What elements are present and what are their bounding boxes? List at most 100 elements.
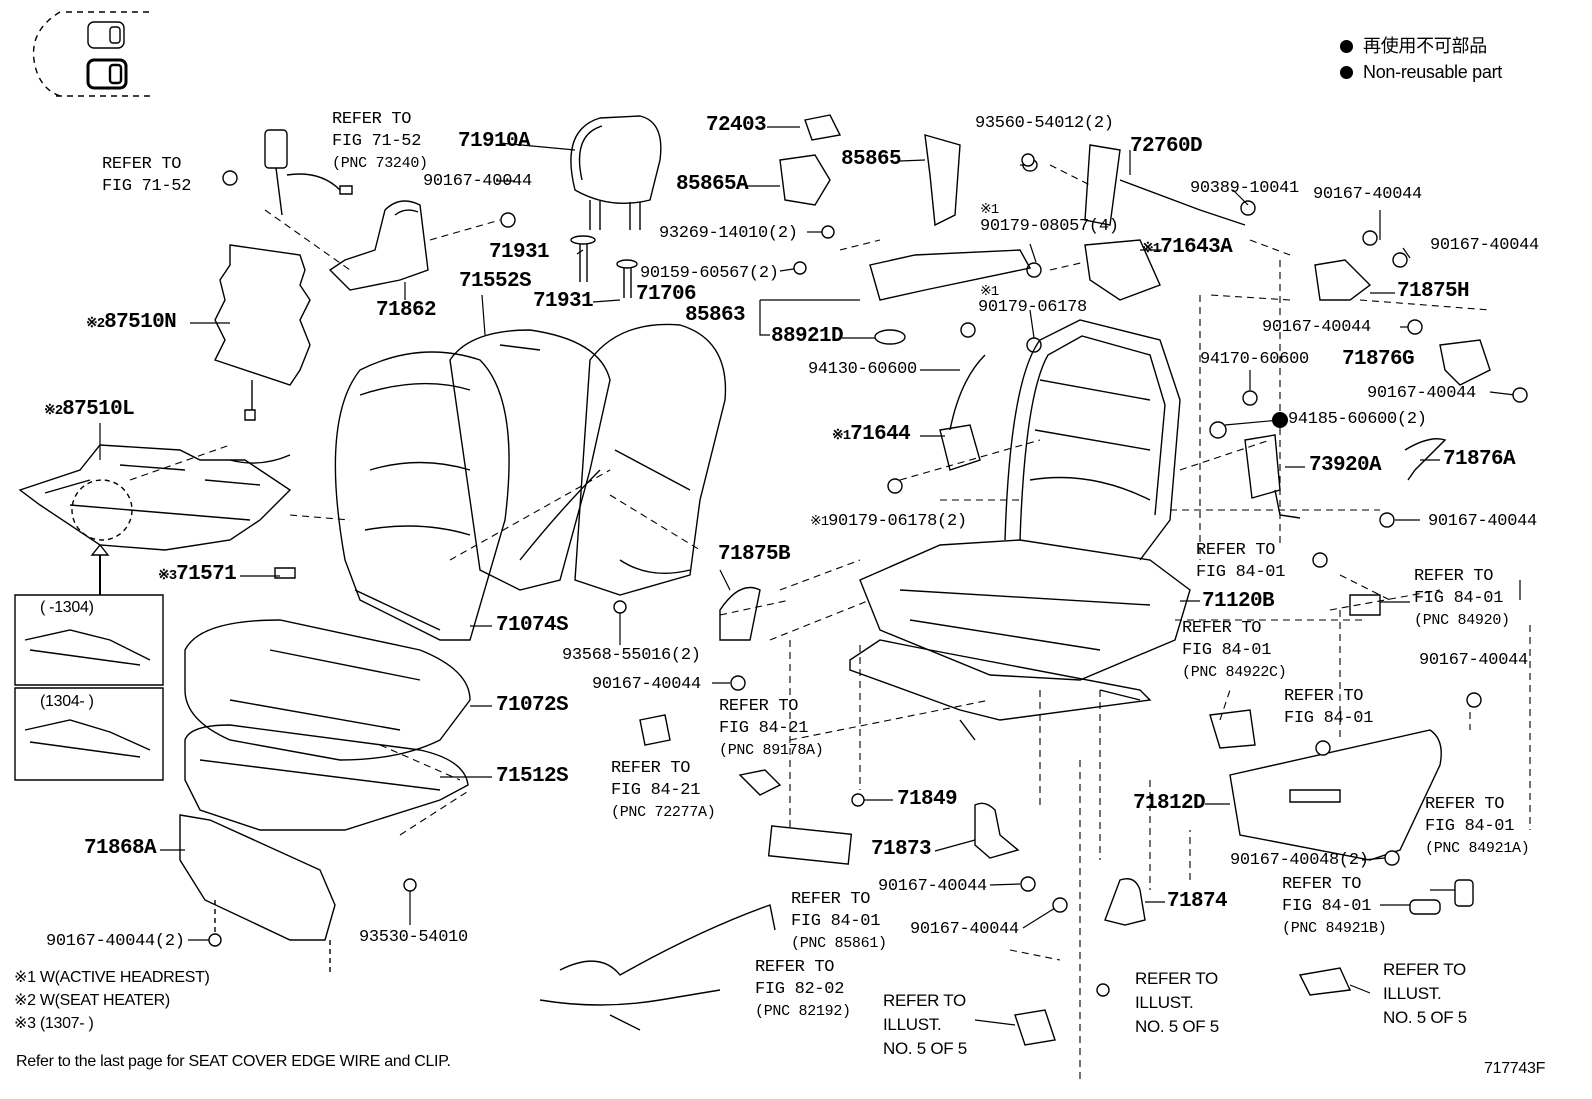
- part-label: 71868A: [84, 837, 157, 860]
- note-mark: ※1: [980, 202, 999, 218]
- part-label: 72403: [706, 114, 767, 137]
- figure-id: 717743F: [1484, 1060, 1546, 1077]
- refer-line: FIG 82-02: [755, 980, 845, 999]
- back-pad-drawing: [450, 330, 610, 590]
- part-label: 71931: [533, 290, 594, 313]
- part-label: 71120B: [1202, 590, 1275, 613]
- refer-illust-1: REFER TO ILLUST. NO. 5 OF 5: [883, 989, 967, 1061]
- part-label: 71875H: [1397, 280, 1470, 303]
- headrest-drawing: [571, 116, 661, 230]
- refer-fig-84-21-b: REFER TO FIG 84-21 (PNC 72277A): [611, 758, 716, 824]
- part-label: 90179-06178: [978, 298, 1087, 317]
- refer-line: REFER TO: [611, 759, 691, 778]
- part-label-71643A: ※171643A: [1142, 237, 1233, 259]
- illust-line: ILLUST.: [883, 1015, 942, 1034]
- refer-illust-3: REFER TO ILLUST. NO. 5 OF 5: [1383, 958, 1467, 1030]
- refer-line: FIG 84-21: [611, 781, 701, 800]
- refer-line: REFER TO: [1282, 875, 1362, 894]
- part-label: 71873: [871, 838, 932, 861]
- cushion-cover-drawing: [185, 620, 470, 760]
- refer-fig-84-01-g: REFER TO FIG 84-01 (PNC 84921B): [1282, 874, 1387, 940]
- part-label: 90167-40044: [1367, 384, 1476, 403]
- refer-line: FIG 84-01: [1414, 589, 1504, 608]
- refer-fig-84-01-a: REFER TO FIG 84-01: [1196, 540, 1285, 584]
- part-label: 71072S: [496, 694, 569, 717]
- refer-line: REFER TO: [102, 155, 182, 174]
- legend-non-reusable-jp: 再使用不可部品: [1340, 36, 1487, 56]
- refer-line: FIG 71-52: [332, 132, 422, 151]
- part-label: 71876A: [1443, 448, 1516, 471]
- refer-pnc: (PNC 72277A): [611, 804, 716, 821]
- part-label: 72760D: [1130, 135, 1203, 158]
- refer-pnc: (PNC 84922C): [1182, 664, 1287, 681]
- part-number: 90179-06178(2): [828, 512, 967, 531]
- refer-pnc: (PNC 84921A): [1425, 840, 1530, 857]
- part-label-90179-06178-2: ※190179-06178(2): [810, 512, 967, 532]
- part-label: 90167-40044: [1419, 651, 1528, 670]
- inset-caption-top: ( -1304): [40, 599, 94, 616]
- refer-pnc: (PNC 85861): [791, 935, 887, 952]
- part-label: 88921D: [771, 325, 844, 348]
- fasteners: [209, 154, 1527, 996]
- refer-line: FIG 71-52: [102, 177, 192, 196]
- refer-line: REFER TO: [1284, 687, 1364, 706]
- refer-illust-2: REFER TO ILLUST. NO. 5 OF 5: [1135, 967, 1219, 1039]
- part-label: 71074S: [496, 614, 569, 637]
- illust-line: ILLUST.: [1383, 984, 1442, 1003]
- illust-line: NO. 5 OF 5: [1383, 1008, 1467, 1027]
- refer-fig-71-52-pnc: REFER TO FIG 71-52 (PNC 73240): [332, 109, 428, 175]
- part-label: 90167-40044: [423, 172, 532, 191]
- note-mark: ※1: [1142, 241, 1161, 257]
- side-cover-71862-drawing: [330, 201, 428, 290]
- part-label: 71552S: [459, 270, 532, 293]
- part-label: 71931: [489, 241, 550, 264]
- cushion-pad-drawing: [185, 725, 468, 830]
- refer-pnc: (PNC 73240): [332, 155, 428, 172]
- refer-pnc: (PNC 89178A): [719, 742, 824, 759]
- inset-boxes: [15, 595, 163, 780]
- part-label: 85863: [685, 304, 746, 327]
- part-label: 85865: [841, 148, 902, 171]
- refer-fig-84-01-b: REFER TO FIG 84-01 (PNC 84920): [1414, 566, 1510, 632]
- refer-fig-71-52: REFER TO FIG 71-52: [102, 154, 191, 198]
- part-label: 94185-60600(2): [1288, 410, 1427, 429]
- seat-heater-back-drawing: [215, 245, 310, 420]
- note-2: ※2 W(SEAT HEATER): [14, 992, 170, 1009]
- part-label: 90159-60567(2): [640, 264, 779, 283]
- part-label: 90167-40048(2): [1230, 851, 1369, 870]
- refer-line: FIG 84-01: [791, 912, 881, 931]
- part-label: 90167-40044: [1428, 512, 1537, 531]
- headrest-guides-drawing: [571, 236, 637, 298]
- refer-line: REFER TO: [1182, 619, 1262, 638]
- part-label: 90167-40044: [1262, 318, 1371, 337]
- refer-fig-84-21-a: REFER TO FIG 84-21 (PNC 89178A): [719, 696, 824, 762]
- seat-heater-cushion-drawing: [20, 445, 295, 595]
- part-number: 71571: [176, 563, 237, 586]
- refer-line: REFER TO: [1425, 795, 1505, 814]
- part-label: 94130-60600: [808, 360, 917, 379]
- part-label: 71512S: [496, 765, 569, 788]
- refer-line: FIG 84-21: [719, 719, 809, 738]
- part-label: 71849: [897, 788, 958, 811]
- part-label: 90167-40044: [910, 920, 1019, 939]
- seat-shield-drawing: [180, 815, 335, 975]
- note-mark: ※3: [158, 568, 177, 584]
- seat-frame-drawing: [850, 320, 1190, 740]
- seat-belt-buckle-drawing: [223, 130, 352, 215]
- legend-non-reusable-en: Non-reusable part: [1340, 62, 1502, 82]
- part-label: 90167-40044(2): [46, 932, 185, 951]
- assembly-dashed-lines: [130, 165, 1530, 1080]
- inset-caption-bottom: (1304- ): [40, 693, 94, 710]
- part-label: 90389-10041: [1190, 179, 1299, 198]
- back-cover-drawing: [335, 352, 509, 640]
- back-frame-cover-drawing: [575, 324, 725, 595]
- part-label: 90167-40044: [1430, 236, 1539, 255]
- part-label: 71812D: [1133, 792, 1206, 815]
- refer-fig-84-01-e: REFER TO FIG 84-01 (PNC 84921A): [1425, 794, 1530, 860]
- refer-line: REFER TO: [332, 110, 412, 129]
- refer-line: FIG 84-01: [1196, 563, 1286, 582]
- note-mark: ※2: [86, 316, 105, 332]
- refer-fig-84-01-d: REFER TO FIG 84-01: [1284, 686, 1373, 730]
- part-label-71644: ※171644: [832, 424, 911, 446]
- refer-pnc: (PNC 84921B): [1282, 920, 1387, 937]
